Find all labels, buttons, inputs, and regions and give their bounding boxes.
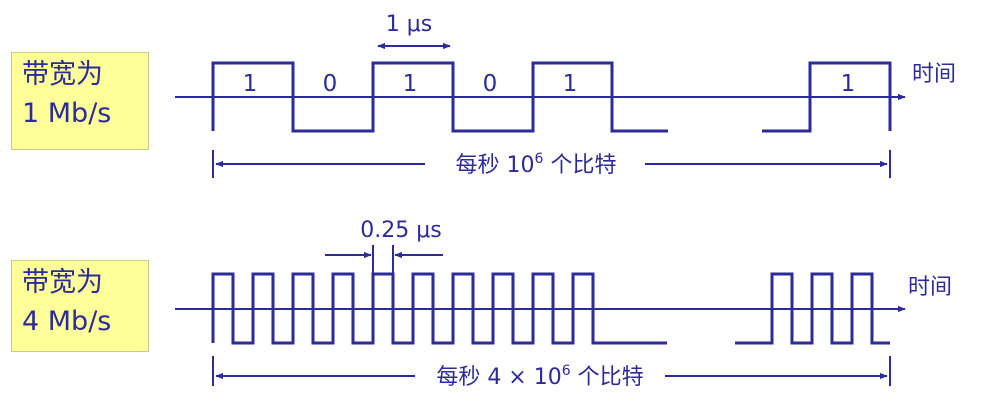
- square-wave: [211, 272, 667, 345]
- time-axis-label: 时间: [908, 275, 952, 300]
- bit-label: 1: [403, 71, 418, 97]
- span-label: 每秒 4 × 106 个比特: [436, 363, 643, 390]
- bit-label: 0: [323, 71, 338, 97]
- bit-label: 1: [563, 71, 578, 97]
- bit-label: 0: [483, 71, 498, 97]
- square-wave: [211, 61, 668, 133]
- bit-label: 1: [243, 71, 258, 97]
- time-axis-label: 时间: [912, 62, 956, 87]
- bandwidth-label-4mbps: 带宽为 4 Mb/s: [11, 260, 149, 352]
- bandwidth-label-1mbps: 带宽为 1 Mb/s: [11, 52, 149, 150]
- square-wave-tail: [735, 272, 890, 345]
- bandwidth-label-line1: 带宽为: [22, 59, 103, 90]
- span-label: 每秒 106 个比特: [456, 151, 617, 178]
- panel-4mbps: 时间 0.25 μs 每秒 4 × 106 个比特: [175, 218, 952, 390]
- bandwidth-label-line2: 4 Mb/s: [22, 306, 112, 337]
- square-wave-tail: [762, 61, 892, 133]
- period-label: 1 μs: [386, 12, 432, 37]
- bit-labels: 1 0 1 0 1 1: [243, 71, 856, 97]
- panel-1mbps: 时间 1 0 1 0 1 1 1 μs 每秒 106 个比特: [175, 12, 956, 178]
- bandwidth-label-line2: 1 Mb/s: [22, 98, 112, 129]
- bandwidth-label-line1: 带宽为: [22, 267, 103, 298]
- period-label: 0.25 μs: [360, 218, 441, 243]
- bit-label: 1: [841, 71, 856, 97]
